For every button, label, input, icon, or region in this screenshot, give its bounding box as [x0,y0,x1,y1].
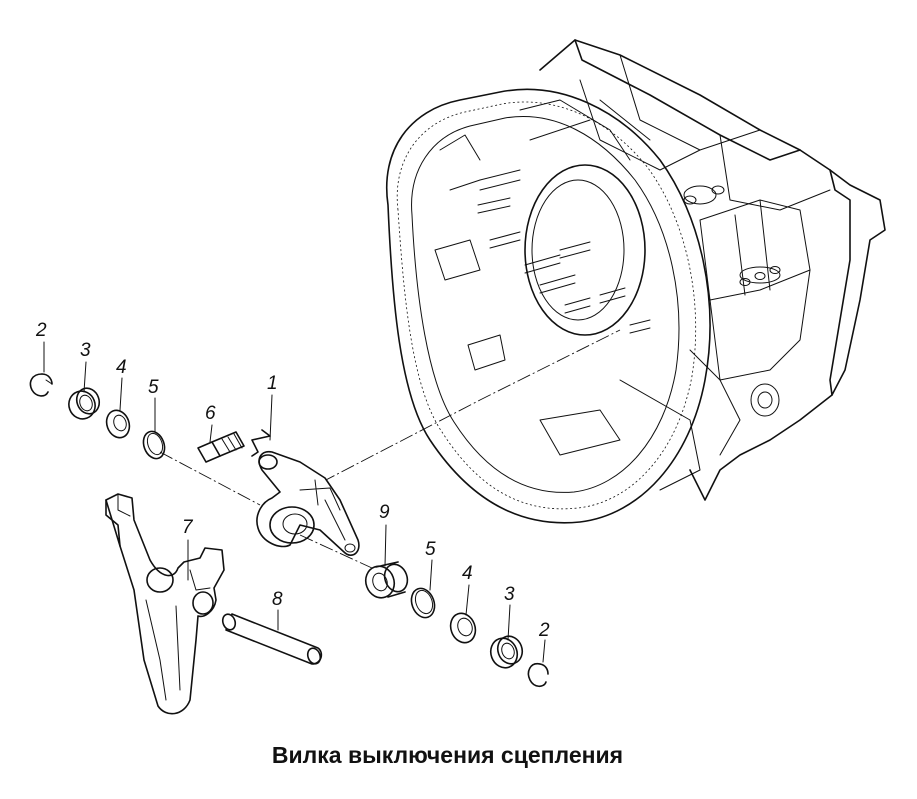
center-lines [159,329,621,569]
label-6: 6 [205,403,216,424]
retaining-ring-right [527,662,549,688]
label-3-right: 3 [504,584,515,605]
clutch-housing [386,39,886,524]
snap-ring-right [410,587,436,619]
retaining-ring-left [29,373,53,397]
diagram-caption: Вилка выключения сцепления [271,742,624,768]
label-5-right: 5 [425,539,436,560]
fork-shaft [221,613,323,665]
bushing-left [68,387,101,420]
bolt [197,431,245,463]
part-labels: 2 3 4 5 6 1 7 8 9 5 4 3 2 [35,320,550,641]
bushing-right [489,635,524,669]
stud-bolts [477,169,651,334]
snap-ring-left [142,430,166,460]
leader-lines [43,341,546,663]
label-4-right: 4 [462,563,473,584]
release-lever [251,429,360,556]
label-4-left: 4 [116,357,127,378]
label-7: 7 [182,517,194,538]
label-8: 8 [272,589,283,610]
label-1: 1 [267,373,278,394]
washer-right [449,612,477,644]
label-9: 9 [379,502,390,523]
label-2-right: 2 [538,620,550,641]
label-2-left: 2 [35,320,47,341]
label-5-left: 5 [148,377,159,398]
washer-left [105,409,131,439]
release-fork [105,493,225,715]
label-3-left: 3 [80,340,91,361]
bushing-9 [364,561,409,599]
